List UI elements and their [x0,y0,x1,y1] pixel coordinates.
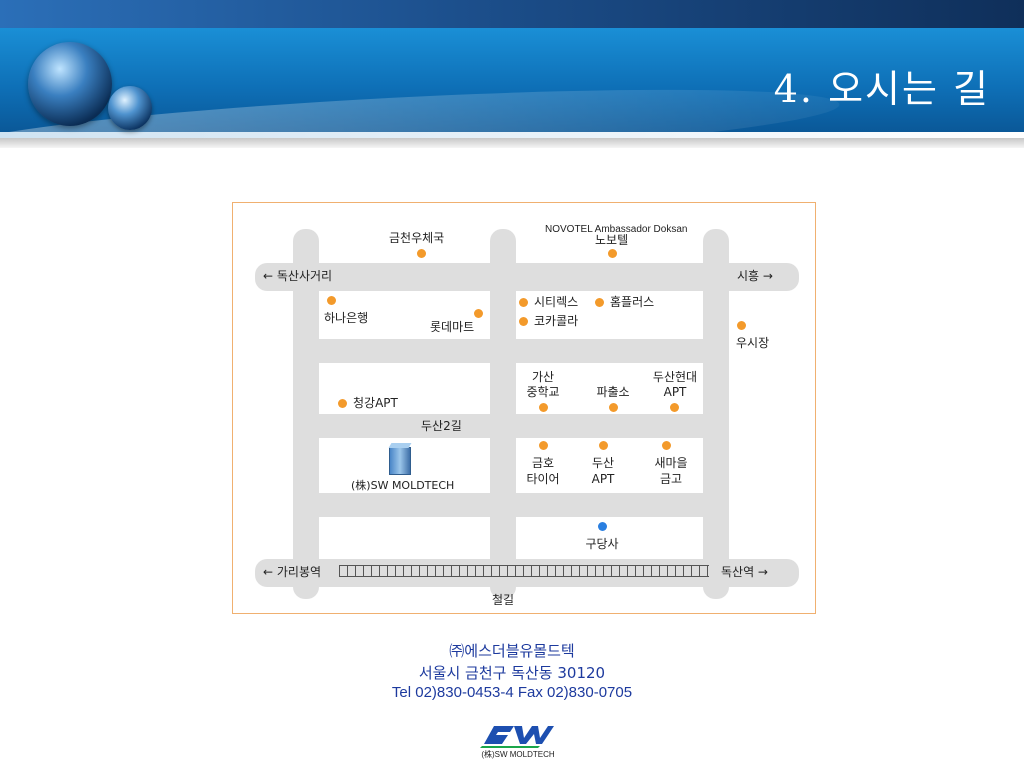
label-doosan-hyundai-1: 두산현대 [652,370,698,384]
label-homeplus: 홈플러스 [610,295,655,309]
label-railway: 철길 [492,593,515,607]
landmark-dot-hana-bank [327,296,336,305]
railway-track [339,565,709,577]
footer-company-name: ㈜에스더블유몰드텍 [449,642,575,660]
label-siheung: 시흥 → [737,269,773,283]
label-gasan-school-2: 중학교 [526,385,560,399]
banner-highlight-line [0,132,1024,138]
label-gasan-school-1: 가산 [531,370,555,384]
road-horizontal-2 [293,339,729,363]
label-doksan-crossroad: ← 독산사거리 [263,269,333,283]
landmark-dot-police-box [609,403,618,412]
label-garibong-station: ← 가리봉역 [263,565,322,579]
header-shadow-strip [0,138,1024,148]
label-chunggang-apt: 청강APT [353,396,398,410]
label-hana-bank: 하나은행 [324,311,369,325]
landmark-dot-novotel [608,249,617,258]
page-title: 4. 오시는 길 [773,67,990,111]
landmark-dot-gudangsa [598,522,607,531]
header-banner [0,28,1024,138]
label-novotel-ko: 노보텔 [595,233,629,247]
landmark-dot-homeplus [595,298,604,307]
landmark-dot-post-office [417,249,426,258]
company-logo: (株)SW MOLDTECH [480,722,556,762]
label-kumho-2: 타이어 [526,472,560,486]
landmark-dot-market [737,321,746,330]
landmark-dot-doosan-apt [599,441,608,450]
landmark-dot-gasan-school [539,403,548,412]
road-horizontal-top [255,263,799,291]
label-doosan-apt-1: 두산 [591,456,615,470]
landmark-dot-doosan-hyundai [670,403,679,412]
footer-contact: Tel 02)830-0453-4 Fax 02)830-0705 [391,684,633,701]
landmark-dot-cocacola [519,317,528,326]
label-gudangsa: 구당사 [585,537,619,551]
landmark-dot-lotte-mart [474,309,483,318]
label-saemaul-2: 금고 [659,472,683,486]
label-novotel-en: NOVOTEL Ambassador Doksan [545,224,688,235]
label-doosan-apt-2: APT [591,472,615,486]
company-building-icon [389,447,411,475]
label-citilex: 시티렉스 [534,295,579,309]
top-bar [0,0,1024,28]
label-doosan-hyundai-2: APT [663,385,687,399]
label-company: (株)SW MOLDTECH [351,479,455,492]
label-lotte-mart: 롯데마트 [430,320,475,334]
footer-address: 서울시 금천구 독산동 30120 [418,664,606,682]
road-horizontal-3 [293,414,729,438]
label-saemaul-1: 새마을 [654,456,688,470]
label-doosan-2gil: 두산2길 [421,419,462,433]
block-nw-1 [319,291,490,339]
label-post-office: 금천우체국 [389,231,445,245]
landmark-dot-chunggang-apt [338,399,347,408]
sw-logo-icon [480,726,554,748]
label-market: 우시장 [736,336,770,350]
logo-caption: (株)SW MOLDTECH [481,750,555,759]
landmark-dot-saemaul [662,441,671,450]
landmark-dot-kumho [539,441,548,450]
label-doksan-station: 독산역 → [721,565,768,579]
label-cocacola: 코카콜라 [534,314,579,328]
location-map: ← 독산사거리 시흥 → 두산2길 ← 가리봉역 독산역 → 철길 금천우체국 … [232,202,816,614]
globe-large-icon [28,42,112,126]
label-police-box: 파출소 [596,385,630,399]
label-kumho-1: 금호 [531,456,555,470]
road-horizontal-4 [293,493,729,517]
landmark-dot-citilex [519,298,528,307]
globe-small-icon [108,86,152,130]
